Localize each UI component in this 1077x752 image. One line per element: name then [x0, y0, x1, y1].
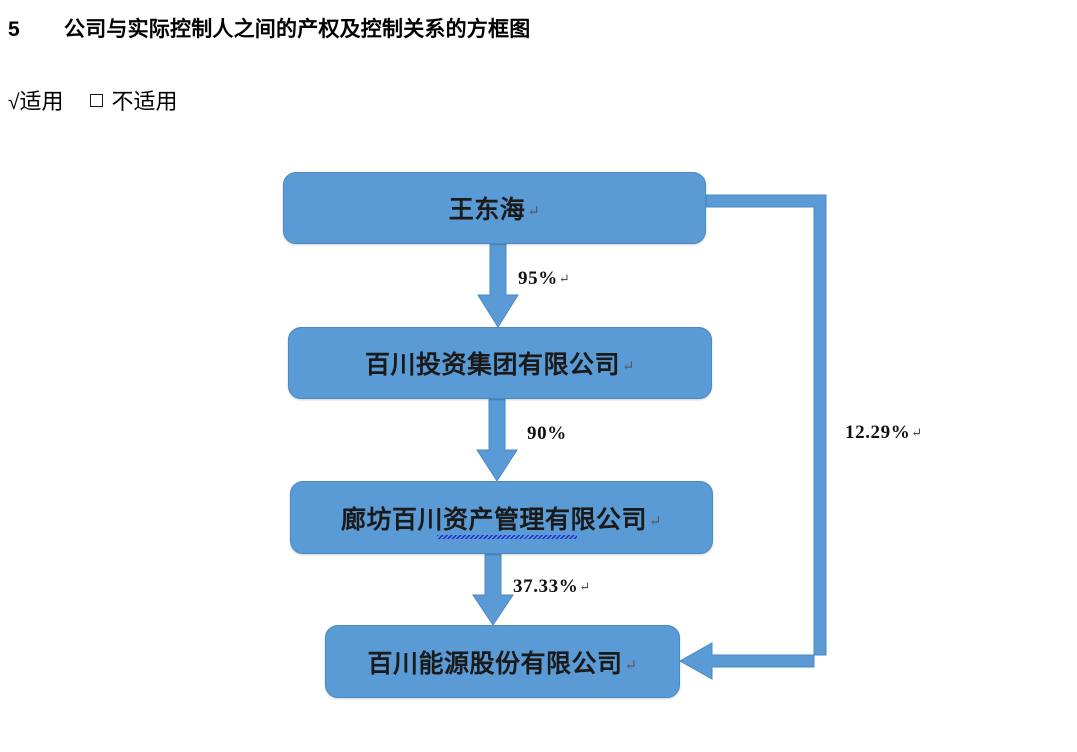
connector-n1-n4 [678, 194, 827, 680]
node-label: 廊坊百川资产管理有限公司↵ [341, 500, 663, 539]
pilcrow-mark: ↵ [621, 359, 636, 375]
edge-label-37-33-percent: 37.33%↵ [513, 576, 591, 597]
pilcrow-mark: ↵ [579, 579, 591, 594]
pilcrow-mark: ↵ [648, 513, 663, 530]
pilcrow-mark: ↵ [558, 271, 571, 286]
pilcrow-mark: ↵ [527, 204, 541, 220]
edge-label-12-29-percent: 12.29%↵ [845, 422, 923, 443]
applicable-label: 适用 [19, 89, 64, 114]
node-label: 百川能源股份有限公司↵ [367, 650, 638, 678]
empty-checkbox-icon[interactable] [89, 94, 103, 107]
pilcrow-mark: ↵ [911, 425, 923, 440]
pilcrow-mark: ↵ [624, 657, 638, 674]
edge-label-95-percent: 95%↵ [518, 268, 571, 289]
connector-n1-n2 [477, 243, 519, 328]
node-label: 王东海↵ [448, 197, 541, 224]
connector-n3-n4 [472, 553, 514, 626]
applicability-row: √适用 不适用 [8, 87, 178, 118]
heading-number: 5 [8, 18, 20, 41]
diagram-node-baichuan-energy[interactable]: 百川能源股份有限公司↵ [325, 625, 680, 698]
page-heading: 5 公司与实际控制人之间的产权及控制关系的方框图 [8, 16, 530, 44]
heading-title: 公司与实际控制人之间的产权及控制关系的方框图 [64, 18, 531, 41]
spellcheck-underline [436, 534, 577, 539]
diagram-node-wang-donghai[interactable]: 王东海↵ [283, 172, 706, 244]
node-label: 百川投资集团有限公司↵ [364, 352, 636, 379]
check-mark-icon[interactable]: √ [8, 91, 20, 114]
diagram-node-baichuan-investment-group[interactable]: 百川投资集团有限公司↵ [288, 327, 712, 399]
edge-label-90-percent: 90% [527, 423, 567, 444]
not-applicable-label: 不适用 [111, 89, 178, 114]
diagram-node-langfang-baichuan-asset-management[interactable]: 廊坊百川资产管理有限公司↵ [290, 481, 713, 554]
connector-n2-n3 [476, 398, 518, 482]
